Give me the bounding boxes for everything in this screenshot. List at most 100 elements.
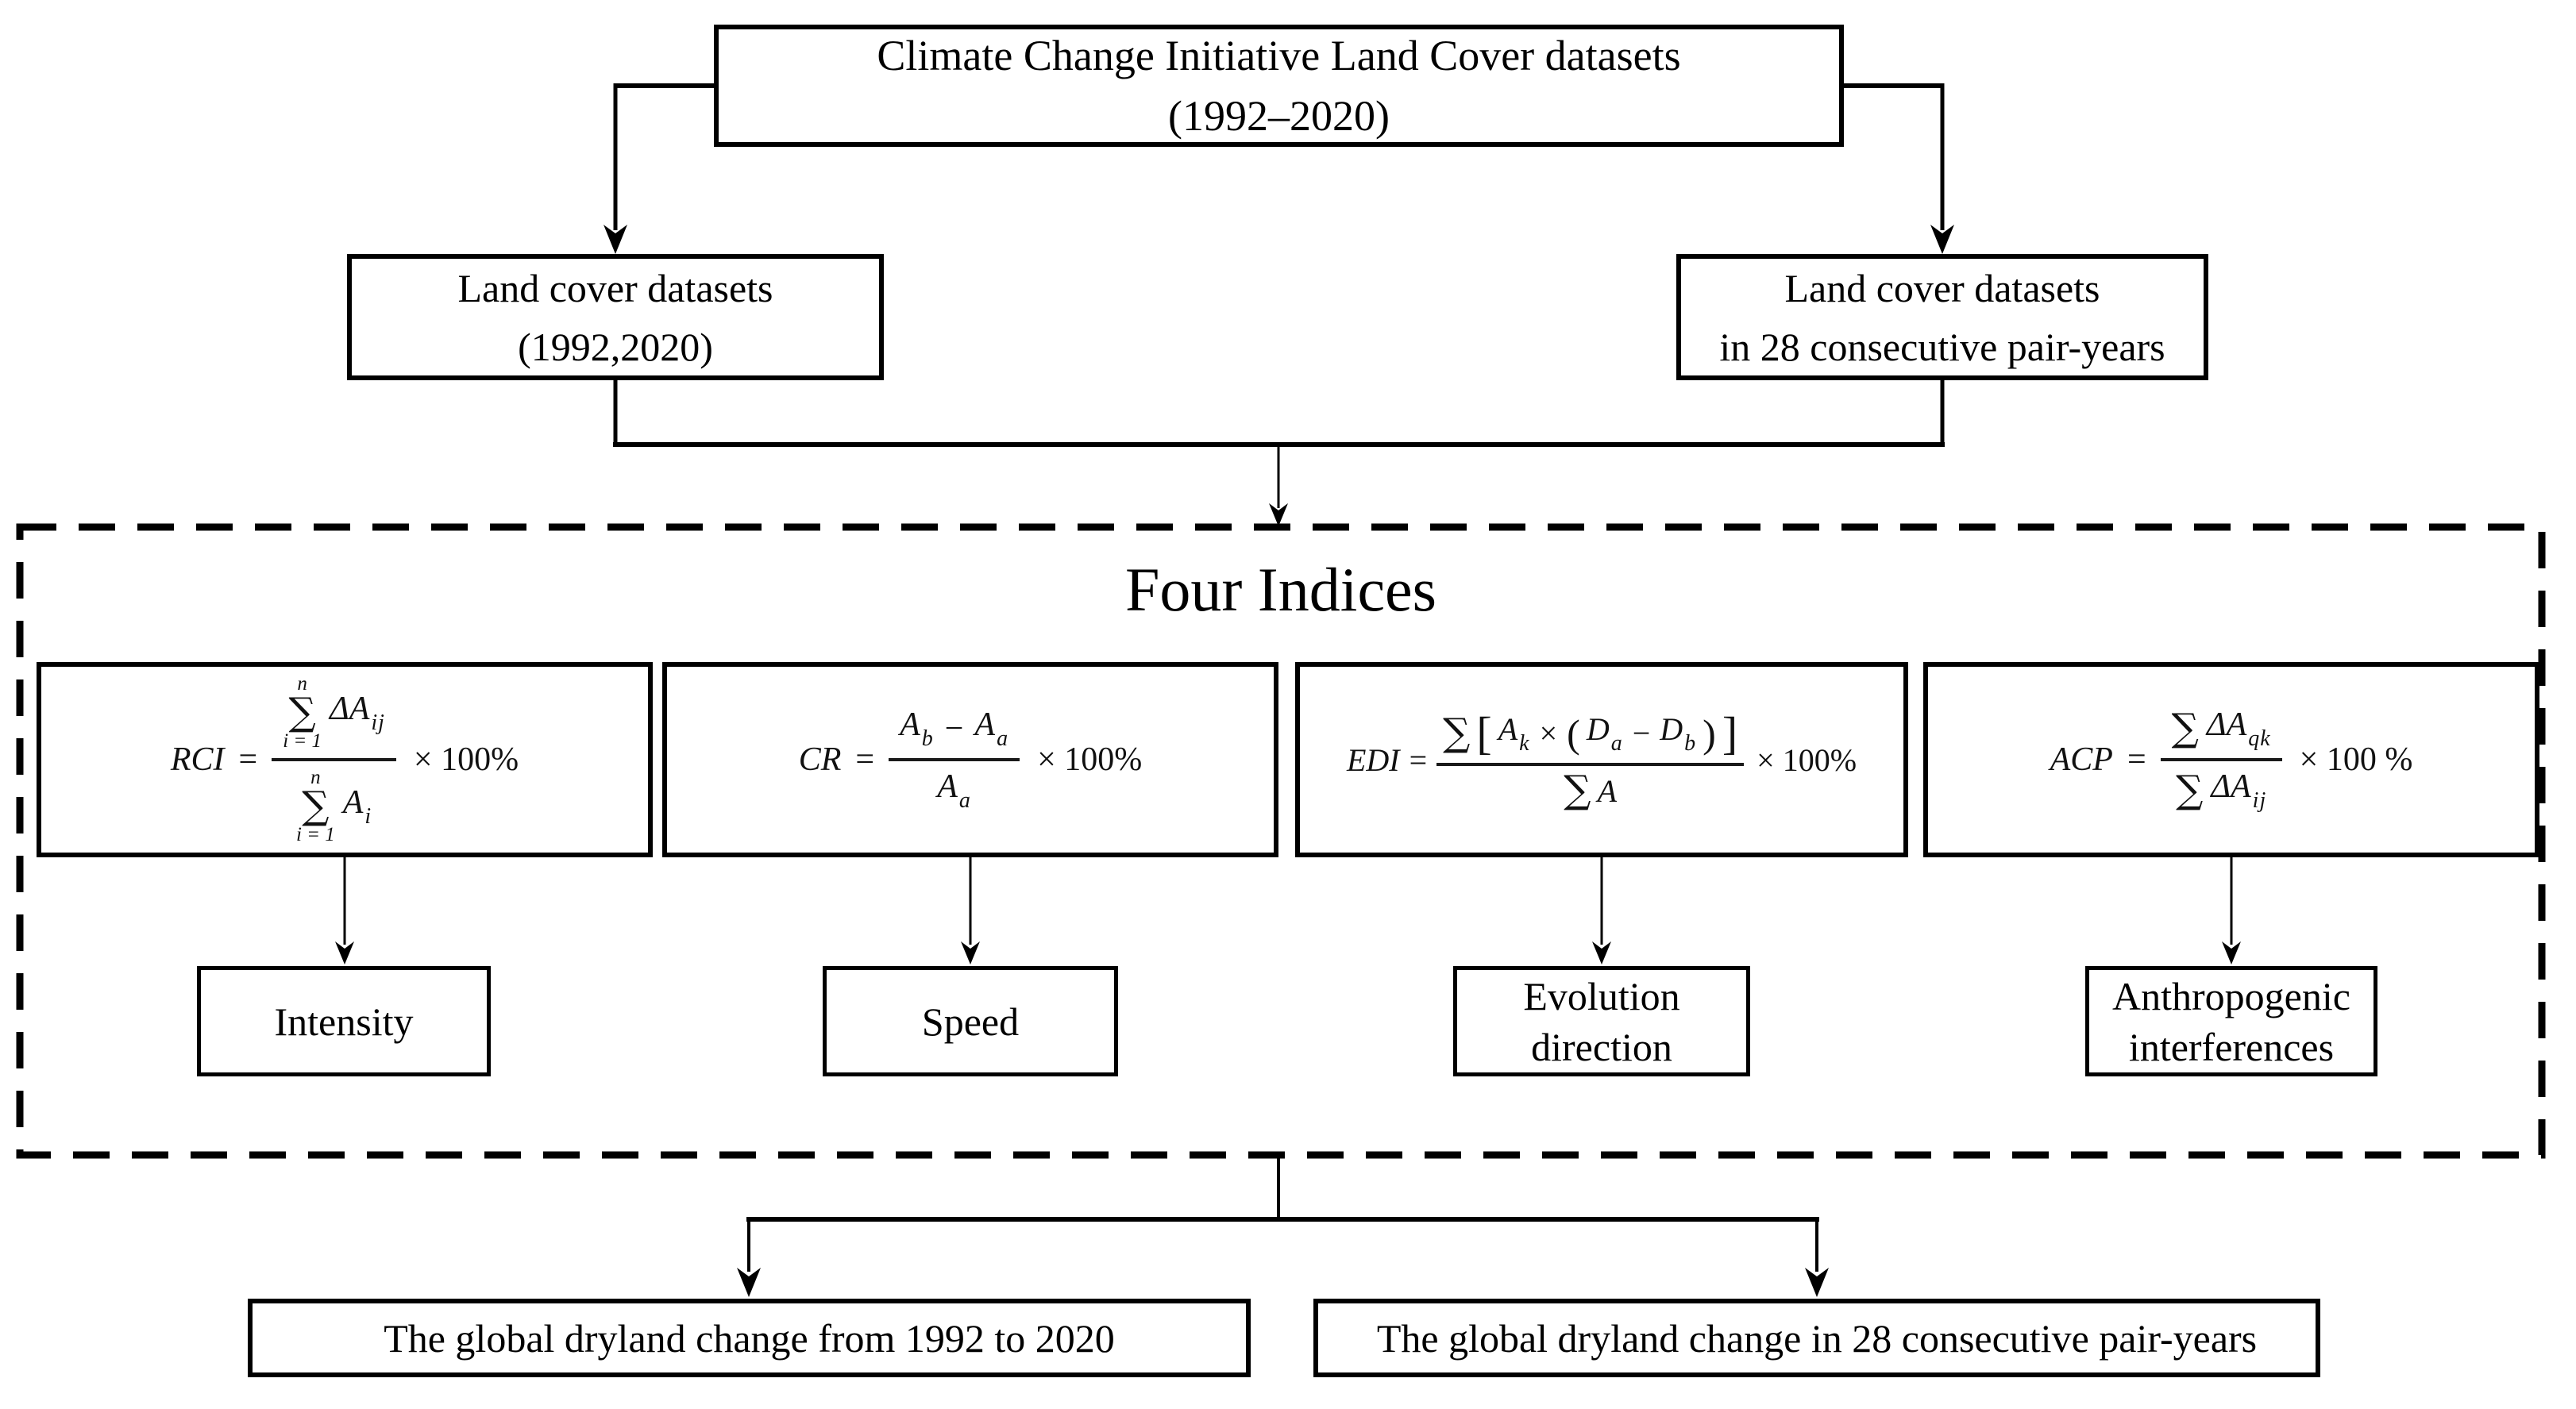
four-indices-title: Four Indices (1124, 555, 1437, 624)
variable-name: A (1597, 772, 1617, 809)
variable: Ak (1498, 710, 1530, 756)
fraction: ∑ [ Ak × ( Da − Db ) ] ∑ A (1436, 710, 1745, 813)
multiply-sign: × (1539, 715, 1558, 751)
variable-name: A (1498, 710, 1518, 747)
sum-with-limits: n ∑ i = 1 (295, 767, 335, 845)
variable-subscript: a (958, 788, 971, 813)
cr-formula-box: CR = Ab − Aa Aa × 100% (662, 662, 1278, 857)
anthropogenic-interferences-box: Anthropogenic interferences (2085, 966, 2377, 1076)
variable-subscript: ij (371, 710, 385, 735)
variable: Aa (937, 768, 971, 814)
sum-upper-limit: n (297, 672, 307, 695)
times-100-percent: × 100 % (2299, 741, 2413, 778)
four-indices-dashed-border (16, 523, 2546, 1159)
variable-subscript: i (364, 804, 372, 830)
denominator: ∑ ΔAij (2165, 768, 2277, 814)
equals-sign: = (2127, 741, 2146, 778)
land-cover-1992-2020-box: Land cover datasets (1992,2020) (347, 254, 884, 380)
cr-formula: CR = Ab − Aa Aa × 100% (799, 706, 1143, 814)
evolution-direction-box: Evolution direction (1453, 966, 1750, 1076)
acp-formula: ACP = ∑ ΔAqk ∑ ΔAij × 100 % (2050, 706, 2413, 814)
arrowhead-icon (604, 225, 627, 254)
minus-sign: − (1632, 715, 1651, 751)
denominator: n ∑ i = 1 Ai (285, 767, 383, 845)
sum-upper-limit: n (310, 767, 321, 788)
variable-subscript: b (1684, 730, 1697, 756)
arrowhead-icon (737, 1268, 761, 1297)
equals-sign: = (855, 741, 875, 778)
sum-lower-limit: i = 1 (283, 730, 322, 752)
arrowhead-icon (961, 941, 980, 964)
result-1992-2020-label: The global dryland change from 1992 to 2… (384, 1315, 1115, 1361)
numerator: Ab − Aa (889, 706, 1020, 752)
speed-box: Speed (823, 966, 1118, 1076)
evolution-direction-label: Evolution direction (1523, 973, 1680, 1069)
arrowhead-icon (1930, 225, 1954, 254)
cci-datasets-line1: Climate Change Initiative Land Cover dat… (877, 32, 1681, 79)
land-cover-pair-years-box: Land cover datasets in 28 consecutive pa… (1676, 254, 2208, 380)
variable-name: D (1660, 710, 1683, 747)
right-paren: ) (1703, 710, 1716, 756)
fraction-bar (1436, 762, 1745, 766)
variable: ΔAij (330, 690, 385, 736)
edi-formula: EDI = ∑ [ Ak × ( Da − Db ) ] ∑ (1347, 710, 1857, 810)
variable: Aa (974, 706, 1008, 752)
minus-sign: − (944, 710, 964, 747)
land-cover-right-line2: in 28 consecutive pair-years (1719, 324, 2165, 369)
variable-subscript: ij (2252, 788, 2267, 813)
land-cover-left-line1: Land cover datasets (457, 265, 773, 310)
variable: Ab (900, 706, 934, 752)
numerator: ∑ [ Ak × ( Da − Db ) ] (1436, 710, 1744, 756)
variable-name: A (974, 706, 996, 743)
result-1992-2020-box: The global dryland change from 1992 to 2… (248, 1299, 1251, 1377)
variable-subscript: a (1610, 730, 1623, 756)
variable-subscript: k (1519, 730, 1530, 756)
left-paren: ( (1567, 710, 1580, 756)
denominator: ∑ A (1557, 768, 1623, 813)
sum-lower-limit: i = 1 (295, 823, 335, 845)
equals-sign: = (238, 741, 258, 778)
formula-lhs: RCI (170, 741, 225, 778)
acp-formula-box: ACP = ∑ ΔAqk ∑ ΔAij × 100 % (1923, 662, 2539, 857)
variable-name: ΔA (2206, 706, 2247, 743)
variable-name: A (937, 768, 958, 805)
arrowhead-icon (1592, 941, 1611, 964)
rci-formula: RCI = n ∑ i = 1 ΔAij n ∑ i = 1 (170, 672, 519, 845)
times-100-percent: × 100% (413, 741, 519, 778)
arrowhead-icon (2222, 941, 2241, 964)
fraction-bar (272, 758, 396, 761)
sum-symbol: ∑ (288, 690, 316, 735)
fraction-bar (889, 758, 1020, 761)
variable: ΔAij (2211, 768, 2266, 814)
equals-sign: = (1409, 741, 1428, 778)
cci-datasets-box: Climate Change Initiative Land Cover dat… (714, 25, 1844, 147)
numerator: n ∑ i = 1 ΔAij (272, 672, 396, 752)
speed-label: Speed (921, 999, 1020, 1044)
variable-name: A (342, 784, 364, 822)
arrowhead-icon (1269, 503, 1288, 526)
arrowhead-icon (1805, 1268, 1829, 1297)
right-bracket: ] (1722, 706, 1738, 759)
variable: Ai (343, 783, 372, 830)
sum-symbol: ∑ (302, 783, 330, 829)
variable: ΔAqk (2207, 706, 2271, 752)
fraction: n ∑ i = 1 ΔAij n ∑ i = 1 Ai (272, 672, 396, 845)
formula-lhs: EDI (1346, 741, 1400, 778)
left-bracket: [ (1476, 706, 1492, 759)
sum-with-limits: n ∑ i = 1 (283, 672, 322, 752)
sum-symbol: ∑ (1564, 768, 1591, 813)
variable: Da (1587, 710, 1623, 756)
land-cover-right-line1: Land cover datasets (1784, 265, 2100, 310)
intensity-label: Intensity (274, 999, 414, 1044)
sum-symbol: ∑ (2176, 768, 2204, 813)
arrowhead-icon (335, 941, 354, 964)
variable-subscript: b (921, 726, 934, 751)
fraction: Ab − Aa Aa (889, 706, 1020, 814)
numerator: ∑ ΔAqk (2161, 706, 2282, 752)
result-pair-years-label: The global dryland change in 28 consecut… (1376, 1315, 2258, 1361)
formula-lhs: CR (798, 741, 842, 778)
variable-name: A (900, 706, 920, 743)
variable-name: ΔA (2211, 768, 2251, 805)
